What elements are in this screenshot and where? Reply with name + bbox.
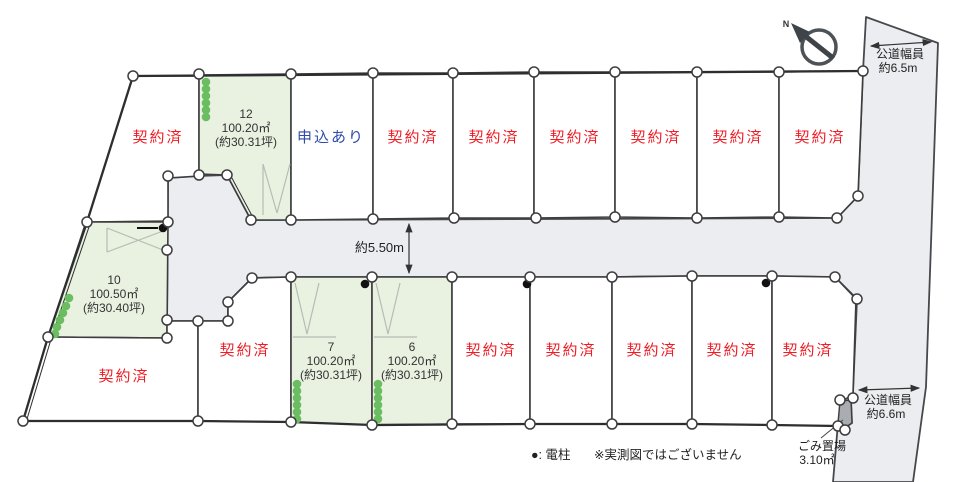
boundary-left [21, 74, 135, 423]
parking-glyph-lot6 [374, 282, 417, 338]
public-road-bottom-label-1: 公道幅員 [864, 392, 912, 407]
lot-6-number: 6 [409, 340, 416, 354]
hedge-dots-lot7 [292, 379, 302, 424]
lot-detail-labels: 12 100.20㎡ (約30.31坪) 10 100.50㎡ (約30.40坪… [83, 107, 443, 382]
public-road-bottom-label-2: 約6.6m [867, 406, 906, 421]
lot-status-contracted: 契約済 [468, 129, 519, 146]
hedge-dots-lot12 [201, 77, 211, 122]
north-label: N [783, 19, 790, 29]
lot-status-contracted: 契約済 [387, 129, 438, 146]
utility-pole-icon [360, 279, 370, 289]
lot-12-number: 12 [239, 107, 253, 121]
lot-status-contracted: 契約済 [712, 129, 763, 146]
legend-disclaimer: ※実測図ではございません [594, 447, 742, 462]
bottom-row-lots [22, 221, 857, 427]
lot-12-tsubo: (約30.31坪) [215, 134, 277, 149]
vertex-markers [17, 65, 869, 436]
parking-glyph-lot10 [106, 227, 164, 253]
hedge-dots-lot10 [50, 293, 74, 339]
lot-status-contracted: 契約済 [465, 342, 516, 359]
public-road-top-label-2: 約6.5m [879, 60, 918, 75]
lot-6-tsubo: (約30.31坪) [381, 367, 443, 382]
double-line-diagonal [229, 173, 254, 219]
dimension-labels: 約5.50m 公道幅員 約6.5m 公道幅員 約6.6m ごみ置場 3.10㎡ [355, 46, 924, 467]
lot-status-contracted: 契約済 [219, 342, 270, 359]
lot-10-number: 10 [107, 273, 121, 287]
lot-contracted-top-1 [372, 72, 454, 220]
lot-status-labels: 契約済 申込あり 契約済 契約済 契約済 契約済 契約済 契約済 契約済 契約済… [98, 129, 845, 385]
legend: ●: 電柱 ※実測図ではございません [531, 447, 742, 462]
lot-status-contracted: 契約済 [782, 342, 833, 359]
utility-pole-icon [761, 278, 771, 288]
lot-status-contracted: 契約済 [794, 129, 845, 146]
dimension-road-top-right [869, 38, 933, 50]
lot-status-applied: 申込あり [297, 129, 365, 146]
boundary-top [131, 69, 865, 78]
lot-status-contracted: 契約済 [545, 342, 596, 359]
lot-applied-polygon [290, 72, 374, 221]
lot-status-contracted: 契約済 [98, 368, 149, 385]
lot-12-area: 100.20㎡ [222, 121, 271, 135]
public-road-top-label-1: 公道幅員 [876, 46, 924, 61]
lot-10-area: 100.50㎡ [90, 287, 139, 301]
north-arrow-icon: N [783, 19, 838, 66]
parking-glyph-lot12 [262, 163, 291, 215]
parking-glyph-lot7 [293, 282, 336, 338]
legend-pole: ●: 電柱 [531, 447, 571, 462]
lot-status-contracted: 契約済 [549, 129, 600, 146]
lot-7-area: 100.20㎡ [307, 354, 356, 368]
lot-status-contracted: 契約済 [706, 342, 757, 359]
lot-10-tsubo: (約30.40坪) [83, 300, 145, 315]
lot-status-contracted: 契約済 [630, 129, 681, 146]
garbage-label-1: ごみ置場 [798, 438, 846, 453]
lot-status-contracted: 契約済 [132, 129, 183, 146]
lot-6-area: 100.20㎡ [388, 354, 437, 368]
dimension-road-bottom-right [857, 384, 921, 394]
road-width-center-label: 約5.50m [355, 240, 404, 255]
lot-status-contracted: 契約済 [626, 342, 677, 359]
lot-7-number: 7 [328, 340, 335, 354]
hedge-dots-lot6 [373, 379, 383, 424]
garbage-label-2: 3.10㎡ [799, 453, 834, 467]
lot-7-tsubo: (約30.31坪) [300, 367, 362, 382]
